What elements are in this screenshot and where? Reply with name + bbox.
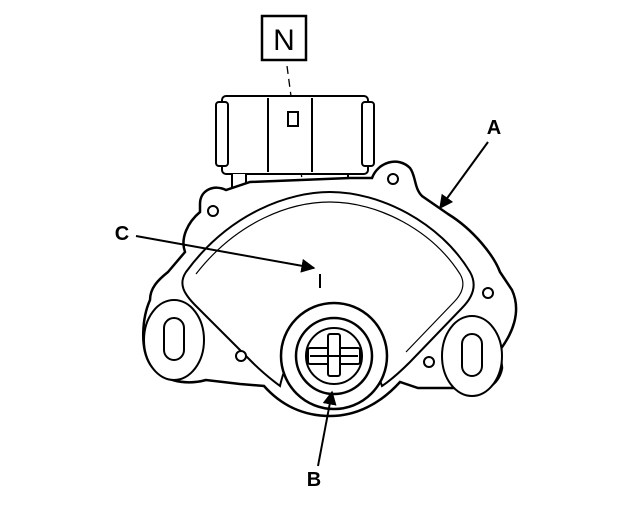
callout-c-arrow <box>135 235 316 273</box>
callout-a-arrow <box>439 141 489 210</box>
position-indicator-box: N <box>260 14 308 62</box>
mounting-holes <box>207 173 494 368</box>
inner-gasket-inner <box>195 201 464 353</box>
callout-b-label: B <box>307 469 321 491</box>
left-slot-boss <box>143 299 205 381</box>
inner-gasket <box>181 190 475 388</box>
shaft-cross-slot <box>307 333 361 377</box>
position-indicator-letter: N <box>273 24 295 57</box>
callout-a-label: A <box>487 117 501 139</box>
right-slot-boss <box>441 315 503 397</box>
callout-b-arrow <box>317 390 337 467</box>
connector-block <box>215 95 375 193</box>
callout-c-label: C <box>115 223 129 245</box>
